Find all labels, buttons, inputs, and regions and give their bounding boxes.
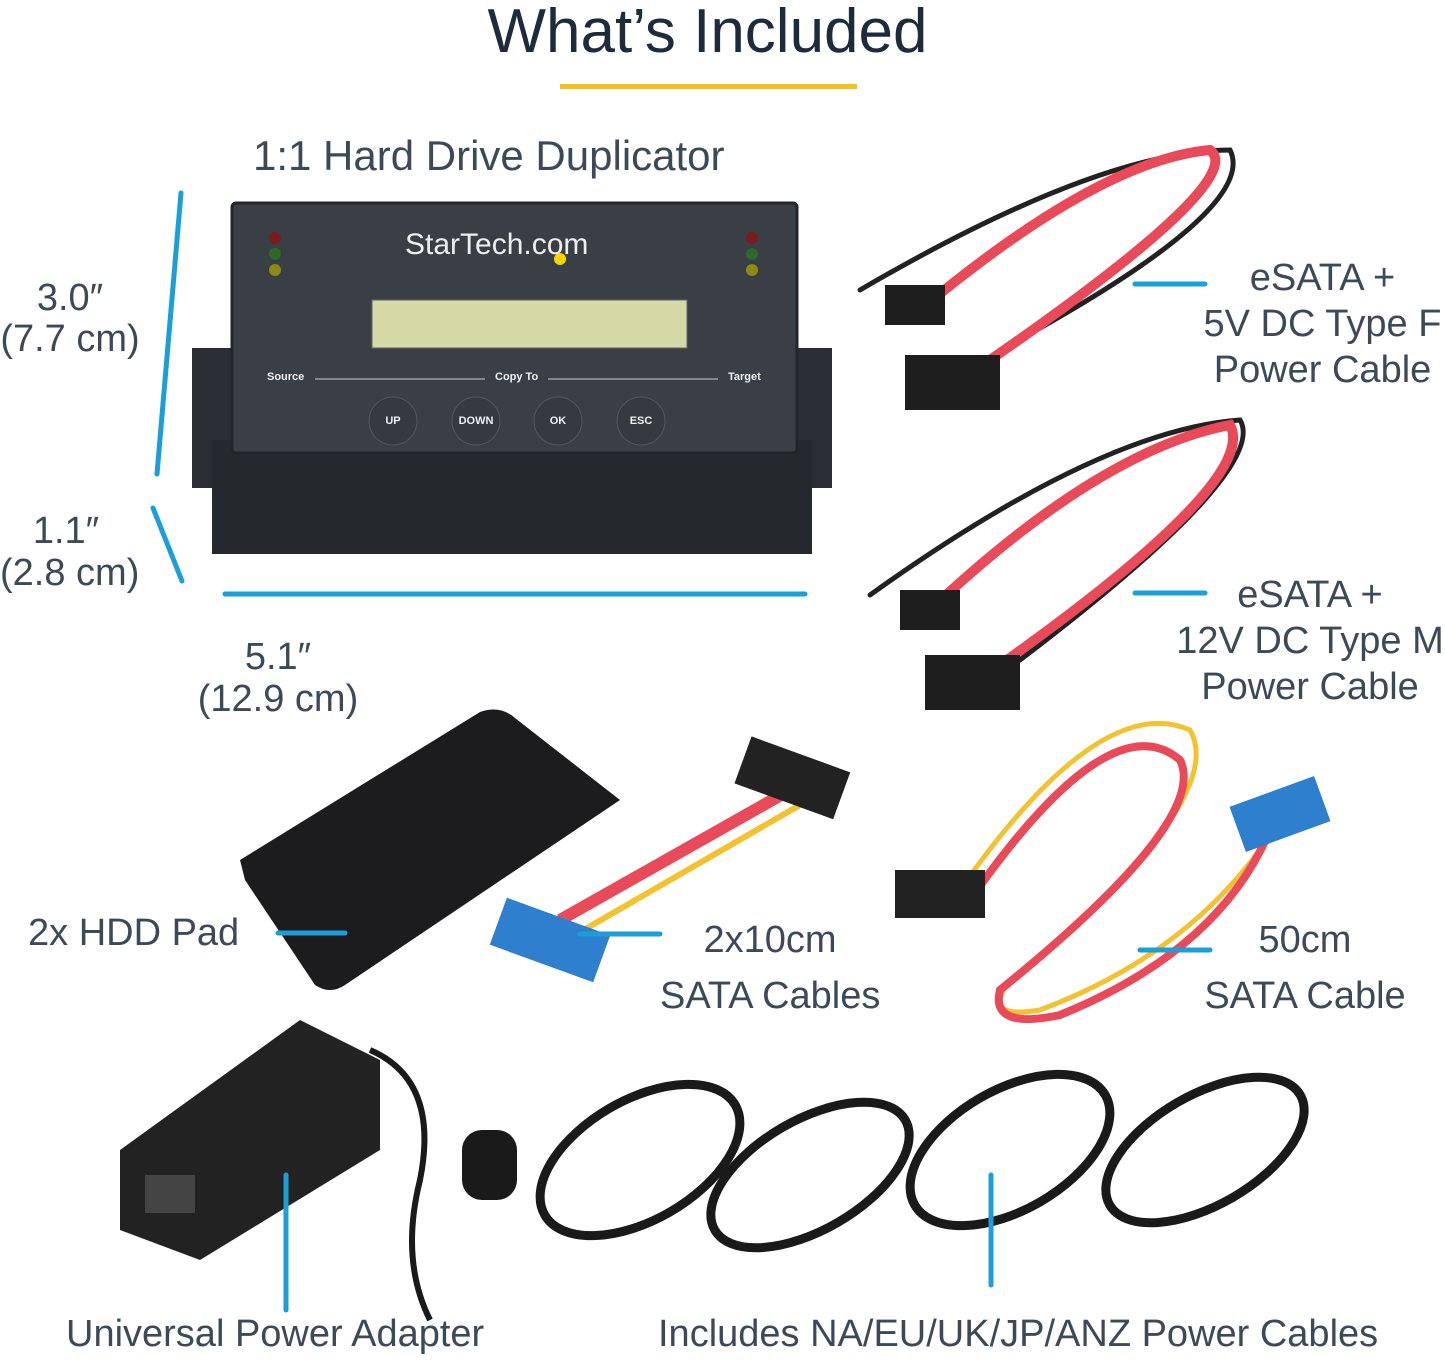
width-in: 5.1″ [244, 636, 312, 678]
hdd-pad [240, 709, 620, 990]
height-in: 3.0″ [36, 277, 104, 319]
sata-50cm-cable [895, 720, 1331, 1024]
title-underline [560, 84, 857, 89]
panel-copyto-label: Copy To [495, 371, 539, 383]
sata50-line1: 50cm [1258, 919, 1352, 961]
panel-target-label: Target [728, 371, 761, 383]
esata12v-line3: Power Cable [1201, 666, 1419, 708]
sata50-line2: SATA Cable [1204, 975, 1406, 1017]
device-button-esc: ESC [629, 415, 653, 427]
device-button-ok: OK [549, 415, 567, 427]
sata-10cm-cables [489, 736, 851, 983]
dimension-lines [150, 190, 808, 597]
callout-lines [275, 281, 1213, 1313]
esata12v-line2: 12V DC Type M [1176, 620, 1444, 662]
depth-cm: (2.8 cm) [0, 552, 140, 594]
sata10-line2: SATA Cables [660, 975, 881, 1017]
sata10-line1: 2x10cm [703, 919, 837, 961]
power-adapter [120, 1020, 517, 1322]
esata5v-line3: Power Cable [1213, 349, 1432, 391]
adapter-label: Universal Power Adapter [66, 1313, 485, 1355]
logo-dot-icon [554, 253, 566, 265]
page-title: What’s Included [487, 0, 928, 66]
esata12v-line1: eSATA + [1237, 574, 1383, 616]
esata-cables [857, 144, 1246, 710]
brand-logo: StarTech.com [405, 228, 589, 261]
power-cables-label: Includes NA/EU/UK/JP/ANZ Power Cables [658, 1313, 1379, 1355]
depth-in: 1.1″ [32, 510, 100, 552]
esata5v-line2: 5V DC Type F [1203, 303, 1442, 345]
duplicator-label: 1:1 Hard Drive Duplicator [253, 132, 725, 179]
hdd-pad-label: 2x HDD Pad [28, 912, 240, 954]
power-cords [535, 1069, 1309, 1253]
device-button-up: UP [385, 415, 401, 427]
lcd-screen [371, 299, 688, 349]
height-cm: (7.7 cm) [0, 318, 140, 360]
esata5v-line1: eSATA + [1249, 257, 1396, 299]
device-button-down: DOWN [458, 415, 494, 427]
panel-source-label: Source [267, 371, 305, 383]
duplicator-device [192, 201, 832, 554]
width-cm: (12.9 cm) [197, 678, 359, 720]
